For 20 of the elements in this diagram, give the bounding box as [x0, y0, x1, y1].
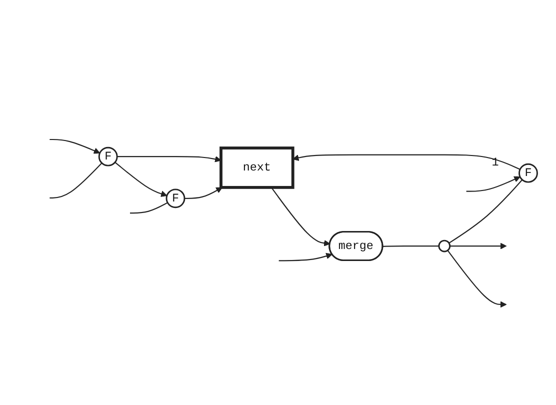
connector	[382, 245, 439, 247]
arrow	[114, 162, 168, 197]
arrow	[270, 186, 330, 246]
node-circle: F	[98, 146, 118, 166]
arrow	[292, 154, 520, 170]
connector	[130, 202, 168, 214]
arrow	[447, 250, 507, 308]
arrow	[117, 156, 222, 162]
arrow	[450, 242, 507, 250]
node-circle: F	[166, 188, 186, 208]
node-label: 1	[492, 156, 499, 170]
arrow	[278, 252, 332, 262]
node-circle: F	[518, 163, 538, 183]
connector	[50, 162, 102, 198]
arrow	[466, 176, 520, 192]
arrow	[184, 187, 222, 199]
arrow	[50, 138, 100, 154]
connector	[448, 179, 523, 244]
node-circle	[438, 240, 451, 252]
node-box: next	[220, 146, 294, 189]
